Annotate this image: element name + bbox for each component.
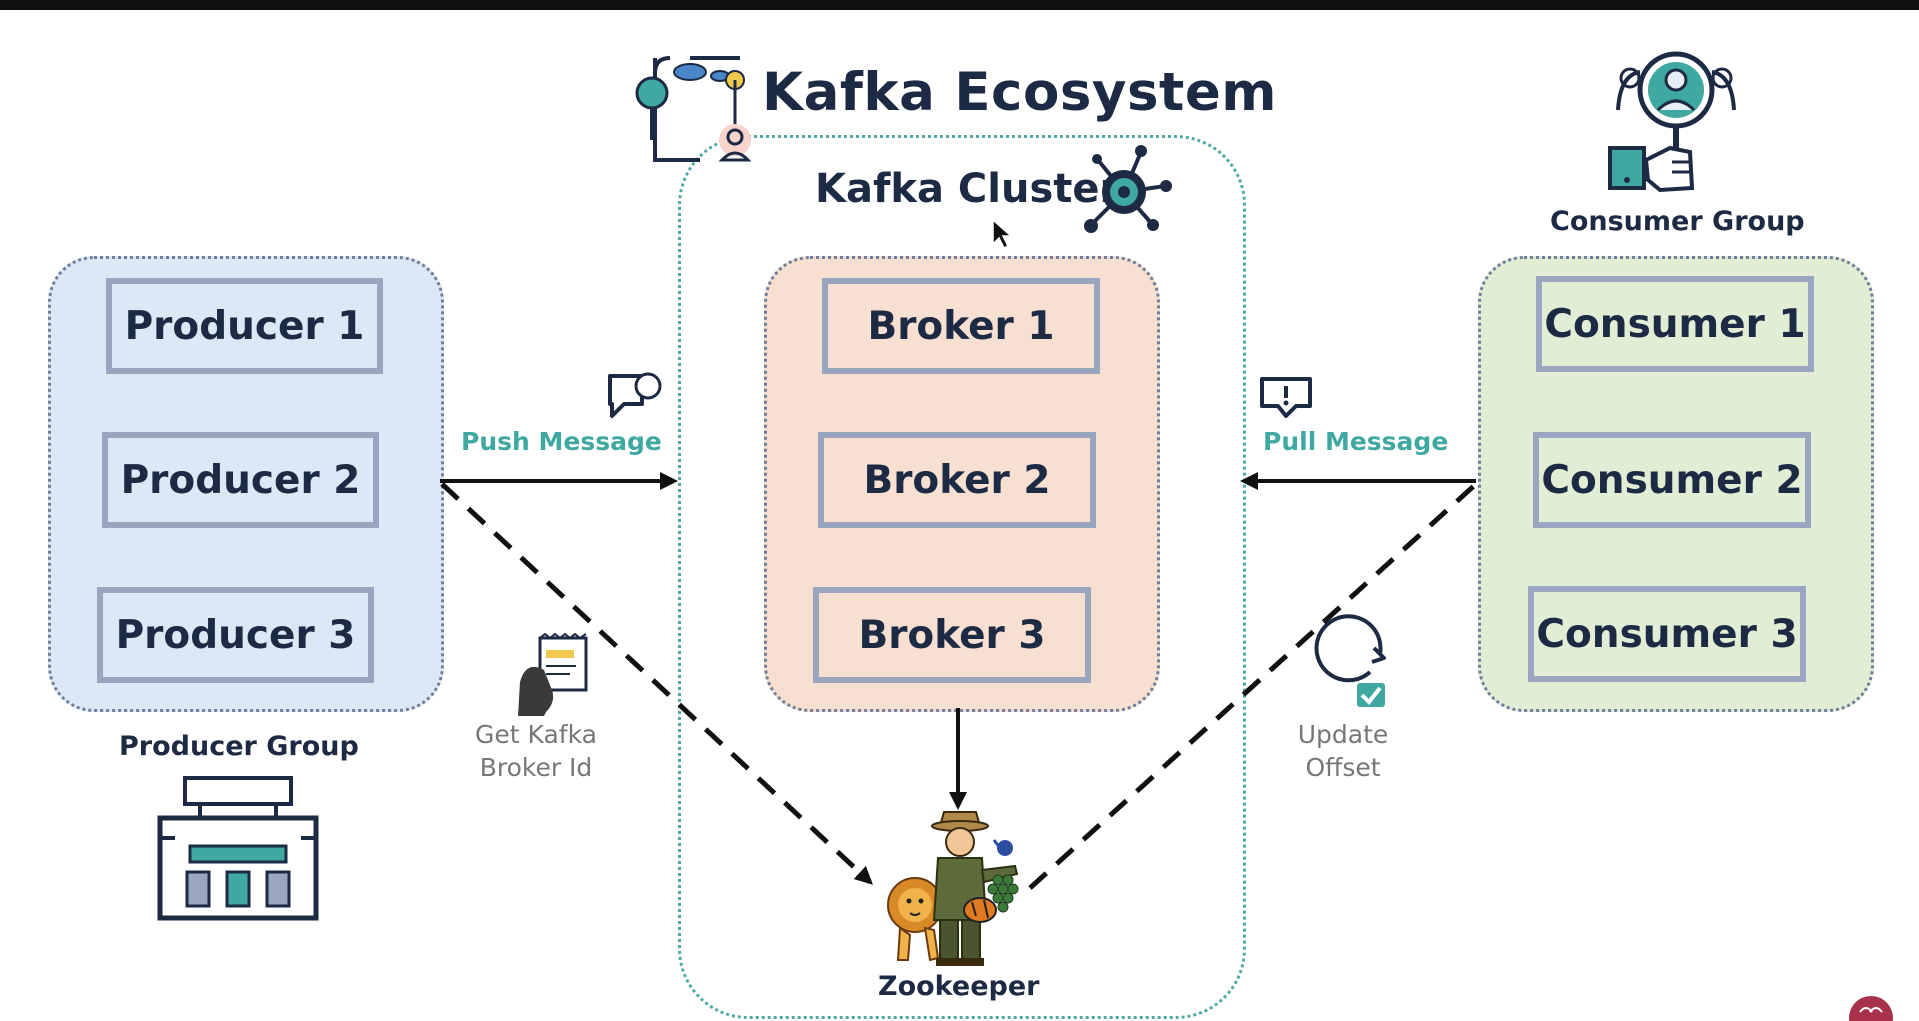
- consumer-group-label: Consumer Group: [1550, 206, 1805, 237]
- page-title: Kafka Ecosystem: [762, 62, 1278, 123]
- producer-group-label: Producer Group: [119, 731, 359, 762]
- zookeeper-label: Zookeeper: [878, 971, 1040, 1002]
- consumer-1-node: Consumer 1: [1536, 276, 1814, 372]
- producer-3-node: Producer 3: [97, 587, 374, 683]
- get-broker-id-label: Get Kafka Broker Id: [466, 718, 606, 784]
- top-bar: [0, 0, 1919, 10]
- producer-2-node: Producer 2: [102, 432, 379, 528]
- get-broker-id-line1: Get Kafka: [475, 720, 597, 749]
- update-offset-line2: Offset: [1305, 753, 1381, 782]
- consumer-2-node: Consumer 2: [1533, 432, 1811, 528]
- consumer-3-node: Consumer 3: [1528, 586, 1806, 682]
- cluster-label: Kafka Cluster: [815, 166, 1120, 212]
- update-offset-label: Update Offset: [1283, 718, 1403, 784]
- update-offset-line1: Update: [1297, 720, 1389, 749]
- pull-message-label: Pull Message: [1263, 427, 1449, 456]
- get-broker-id-line2: Broker Id: [479, 753, 593, 782]
- producer-1-node: Producer 1: [106, 278, 383, 374]
- broker-1-node: Broker 1: [822, 278, 1100, 374]
- broker-3-node: Broker 3: [813, 587, 1091, 683]
- push-message-label: Push Message: [461, 427, 662, 456]
- broker-2-node: Broker 2: [818, 432, 1096, 528]
